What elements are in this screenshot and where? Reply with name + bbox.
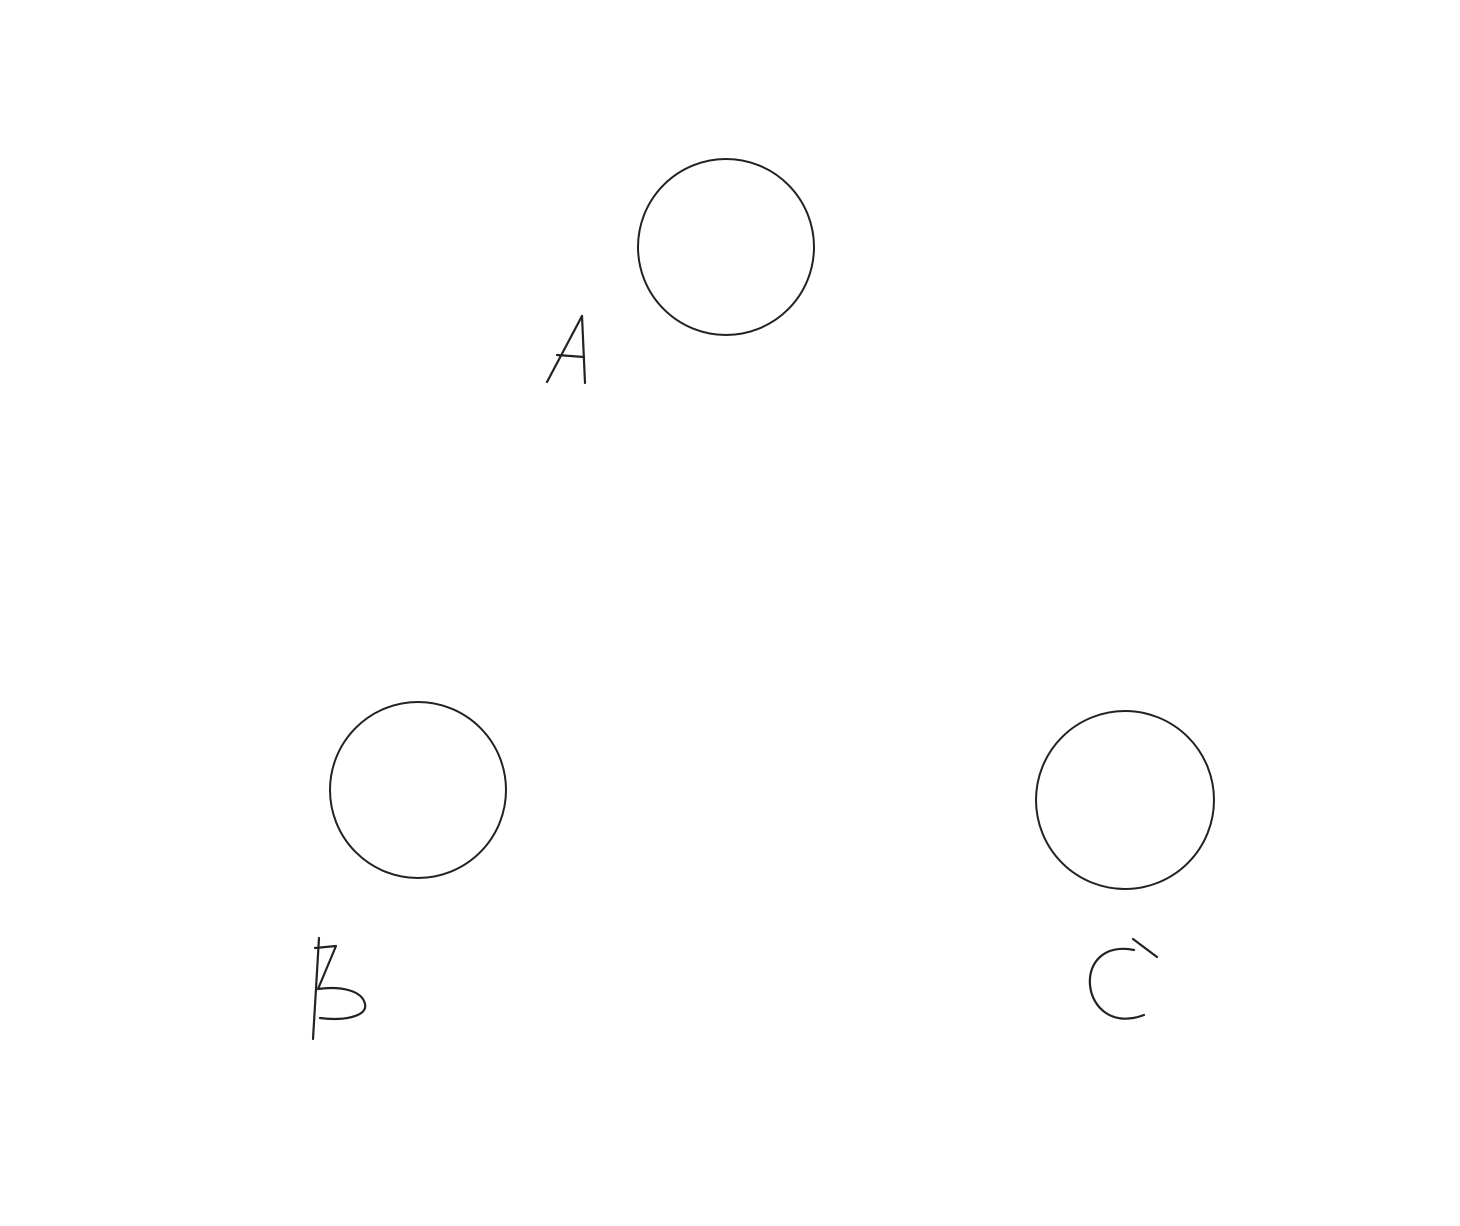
node-a-circle bbox=[637, 158, 815, 336]
node-b-circle bbox=[329, 701, 507, 879]
node-c-label: C bbox=[1088, 937, 1159, 1020]
node-c: C bbox=[1035, 710, 1215, 1020]
node-a-label: A bbox=[545, 314, 587, 385]
node-a: A bbox=[545, 158, 815, 385]
node-b: B bbox=[311, 701, 507, 1041]
node-c-circle bbox=[1035, 710, 1215, 890]
node-b-label: B bbox=[311, 936, 367, 1041]
